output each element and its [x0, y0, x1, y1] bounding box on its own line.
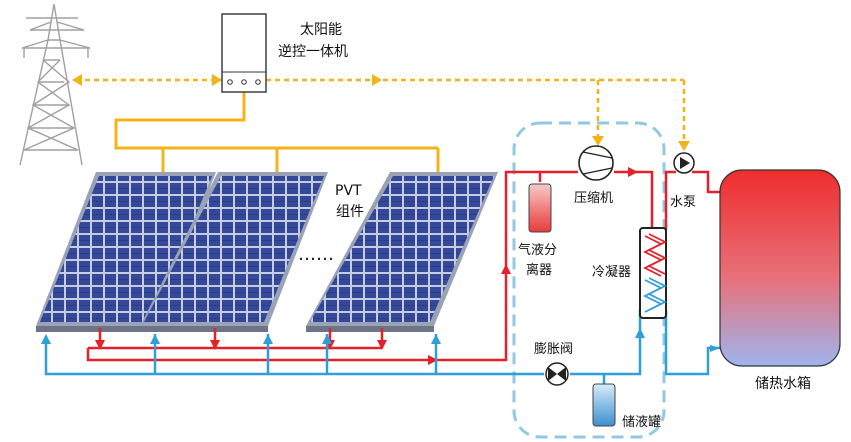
gas-liquid-separator — [528, 183, 552, 233]
water-pump-label: 水泵 — [670, 195, 696, 210]
separator-label-line2: 离器 — [526, 262, 552, 278]
water-pump-icon — [673, 152, 695, 174]
inverter-right-arrow — [372, 74, 382, 86]
inverter-label-line1: 太阳能 — [300, 22, 342, 38]
flow-arrow-blue-5 — [431, 334, 441, 344]
more-panels-ellipsis: …… — [298, 244, 334, 265]
flow-arrow-blue-4 — [322, 334, 332, 344]
flow-arrow-blue-1 — [41, 334, 51, 344]
pvt-label-line2: 组件 — [336, 204, 364, 220]
liquid-tank-label: 储液罐 — [622, 415, 661, 430]
inverter-controller — [221, 13, 267, 93]
flow-arrow-red-1 — [95, 340, 105, 350]
condenser — [639, 227, 668, 319]
expansion-valve-icon — [545, 362, 569, 386]
control-wiring — [76, 78, 686, 145]
inverter-left-arrow — [212, 74, 222, 86]
compressor-power-arrow — [592, 136, 604, 146]
storage-tank-label: 储热水箱 — [755, 376, 811, 392]
pvt-panel-3 — [306, 172, 498, 332]
flow-arrow-blue-6 — [635, 328, 645, 338]
flow-arrow-red-4 — [377, 340, 387, 350]
compressor-icon — [578, 145, 614, 181]
flow-arrow-red-6 — [501, 264, 511, 274]
flow-arrow-red-2 — [210, 340, 220, 350]
flow-arrow-red-5 — [428, 355, 438, 365]
separator-label-line1: 气液分 — [518, 242, 557, 258]
pvt-panel-2 — [140, 172, 328, 332]
flow-arrow-blue-3 — [263, 334, 273, 344]
grid-arrow — [72, 74, 82, 86]
pvt-label-line1: PVT — [335, 183, 362, 199]
power-tower-icon — [19, 3, 91, 166]
flow-arrow-red-7 — [628, 167, 638, 177]
liquid-receiver — [592, 383, 616, 427]
flow-arrow-blue-7 — [710, 345, 720, 352]
flow-arrow-blue-2 — [150, 334, 160, 344]
pump-power-arrow — [678, 141, 690, 151]
compressor-label: 压缩机 — [574, 190, 613, 206]
inverter-label-line2: 逆控一体机 — [278, 44, 348, 60]
hot-water-storage-tank — [719, 169, 841, 367]
pv-wiring — [114, 92, 440, 172]
expansion-valve-label: 膨胀阀 — [534, 342, 573, 357]
condenser-label: 冷凝器 — [592, 264, 631, 280]
